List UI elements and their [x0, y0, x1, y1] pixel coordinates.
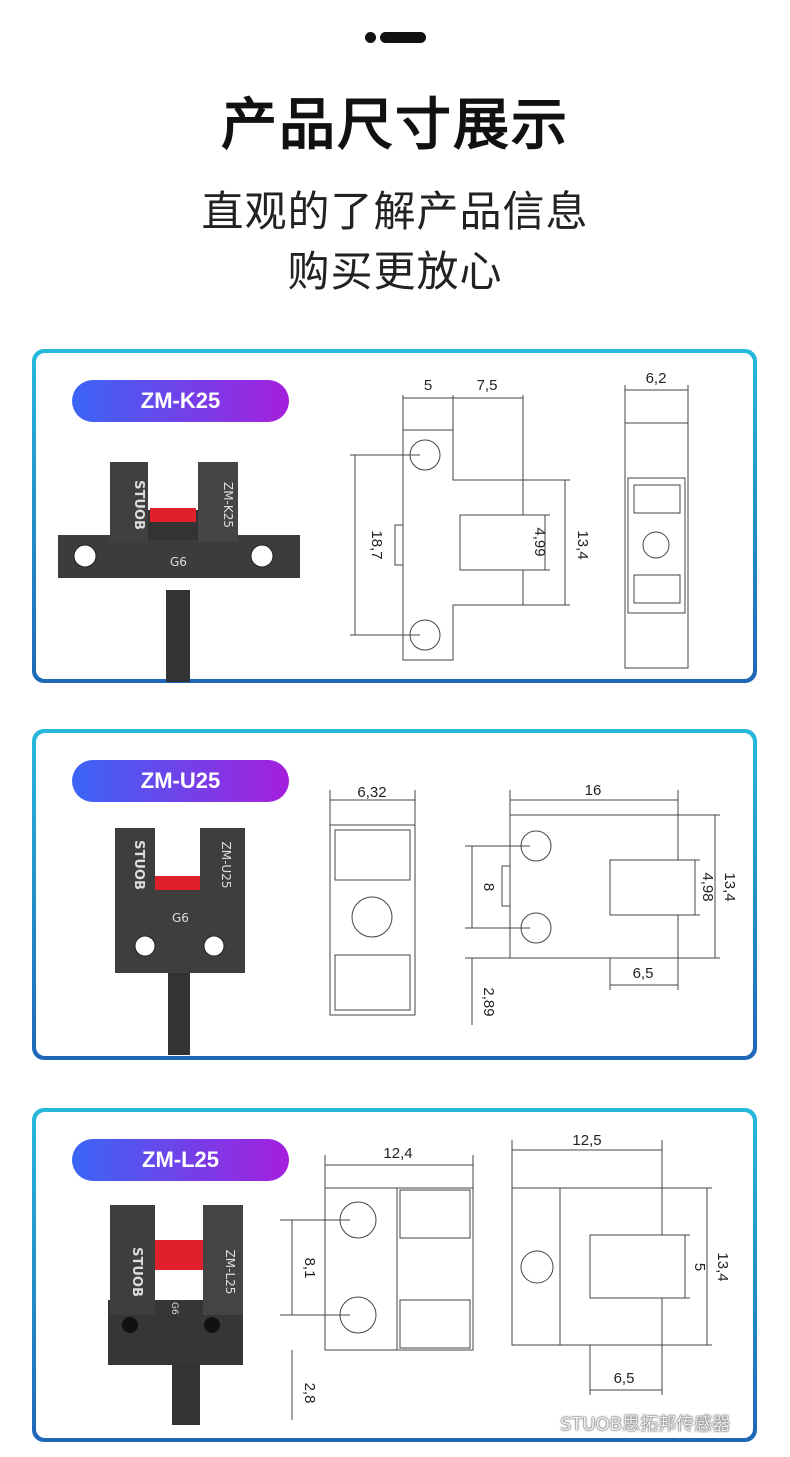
svg-text:5: 5 [691, 1263, 708, 1271]
product-card-zm-u25: STUOB ZM-U25 G6 6,32 16 8 4,98 13,4 2,89… [32, 729, 757, 1060]
svg-text:6,5: 6,5 [633, 965, 654, 982]
svg-text:4,99: 4,99 [531, 527, 548, 556]
svg-text:G6: G6 [170, 555, 187, 569]
front-view-diagram [350, 395, 570, 661]
svg-text:6,2: 6,2 [646, 370, 667, 387]
svg-text:13,4: 13,4 [574, 530, 591, 559]
svg-text:2,8: 2,8 [301, 1383, 318, 1404]
svg-text:STUOB: STUOB [131, 840, 146, 890]
svg-text:16: 16 [585, 782, 602, 799]
svg-text:12,5: 12,5 [572, 1132, 601, 1149]
svg-text:ZM-K25: ZM-K25 [221, 482, 235, 528]
zm-u25-drawing: STUOB ZM-U25 G6 6,32 16 8 4,98 13,4 2,89… [115, 782, 738, 1055]
product-card-zm-l25: STUOB ZM-L25 G6 12,4 8,1 2,8 12,5 5 13,4… [32, 1108, 757, 1442]
side-view-diagram [511, 1140, 712, 1395]
subtitle-line-1: 直观的了解产品信息 [201, 187, 589, 236]
svg-text:5: 5 [424, 377, 432, 394]
svg-text:6,32: 6,32 [357, 784, 386, 801]
model-tag: ZM-K25 [72, 380, 289, 422]
svg-text:G6: G6 [172, 911, 189, 925]
model-tag: ZM-L25 [72, 1139, 289, 1181]
svg-text:13,4: 13,4 [721, 872, 738, 901]
watermark: STUOB思拓邦传感器 [560, 1414, 731, 1435]
sensor-photo: STUOB ZM-L25 G6 [108, 1205, 243, 1425]
top-view-diagram [329, 790, 416, 1016]
sensor-photo: STUOB ZM-U25 G6 [115, 828, 245, 1055]
svg-text:ZM-U25: ZM-U25 [219, 842, 233, 889]
model-tag: ZM-U25 [72, 760, 289, 802]
svg-text:6,5: 6,5 [614, 1370, 635, 1387]
svg-text:STUOB: STUOB [129, 1247, 144, 1297]
svg-text:STUOB: STUOB [131, 480, 146, 530]
svg-text:8: 8 [480, 883, 497, 891]
svg-text:G6: G6 [169, 1302, 179, 1315]
svg-text:12,4: 12,4 [383, 1145, 412, 1162]
svg-text:2,89: 2,89 [480, 987, 497, 1016]
sensor-photo: STUOB ZM-K25 G6 [58, 462, 300, 682]
svg-text:4,98: 4,98 [699, 872, 716, 901]
svg-text:13,4: 13,4 [714, 1252, 731, 1281]
product-card-zm-k25: STUOB ZM-K25 G6 5 7,5 18,7 4,99 13,4 6,2… [32, 349, 757, 683]
subtitle-line-2: 购买更放心 [287, 247, 503, 296]
side-view-diagram [624, 385, 689, 669]
svg-text:ZM-L25: ZM-L25 [223, 1250, 237, 1295]
page-title: 产品尺寸展示 [221, 93, 569, 158]
svg-text:8,1: 8,1 [301, 1258, 318, 1279]
zm-k25-drawing: STUOB ZM-K25 G6 5 7,5 18,7 4,99 13,4 6,2 [58, 370, 689, 682]
svg-text:18,7: 18,7 [368, 530, 385, 559]
svg-text:7,5: 7,5 [477, 377, 498, 394]
zm-l25-drawing: STUOB ZM-L25 G6 12,4 8,1 2,8 12,5 5 13,4… [108, 1132, 731, 1425]
top-view-diagram [280, 1155, 474, 1420]
side-view-diagram [465, 790, 720, 1025]
